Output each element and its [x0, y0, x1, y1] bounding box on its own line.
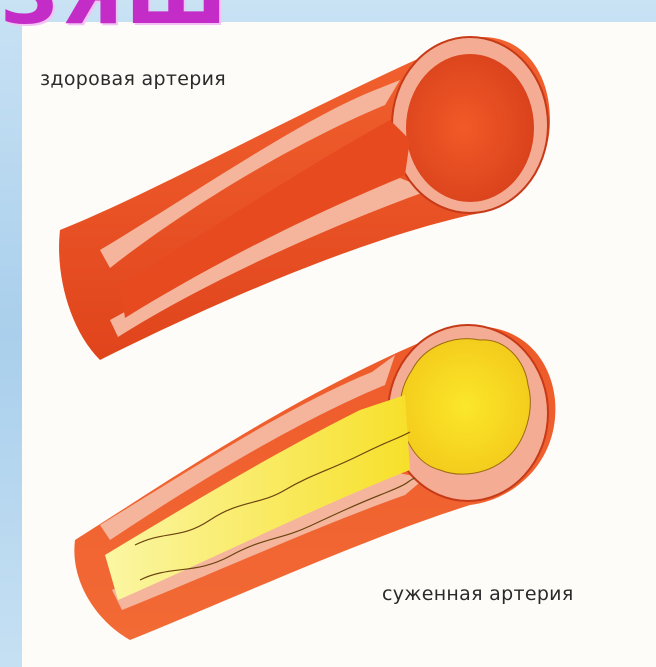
narrowed-artery-plaque-opening — [400, 339, 530, 474]
healthy-artery-label: здоровая артерия — [40, 68, 226, 90]
healthy-artery-lumen — [406, 54, 534, 202]
narrowed-artery-label: суженная артерия — [382, 583, 574, 605]
